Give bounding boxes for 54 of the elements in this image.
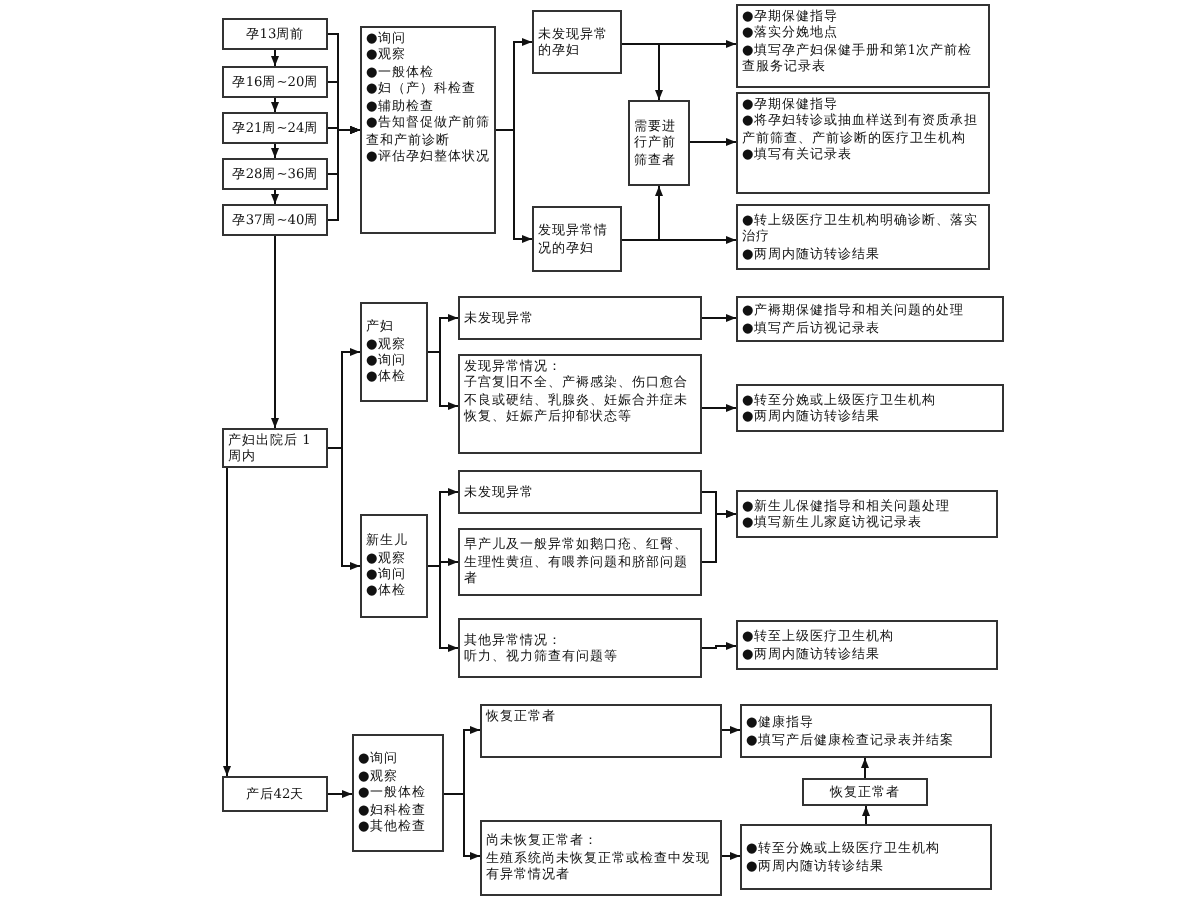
process-box: [360, 26, 496, 234]
process-box: [458, 296, 702, 340]
arrow: [327, 447, 361, 570]
process-box: [736, 620, 998, 670]
process-box: [360, 302, 428, 402]
arrow: [327, 790, 353, 798]
process-box: [480, 704, 722, 758]
process-box: [736, 4, 990, 88]
arrow: [721, 726, 741, 734]
process-box: [480, 820, 722, 896]
arrow: [271, 235, 279, 429]
process-box: [532, 10, 622, 74]
process-box: [360, 514, 428, 618]
process-box: [736, 296, 1004, 342]
arrow: [862, 805, 870, 825]
arrow: [701, 404, 737, 412]
arrow: [271, 97, 279, 113]
arrow: [427, 565, 459, 652]
arrow: [621, 43, 663, 101]
process-box: [458, 618, 702, 678]
stage-box: [222, 66, 328, 98]
process-box: [352, 734, 444, 852]
process-box: [628, 100, 690, 186]
arrow: [621, 236, 737, 244]
stage-box: [222, 428, 328, 468]
arrow: [701, 642, 737, 650]
arrow: [223, 467, 231, 777]
stage-box: [222, 112, 328, 144]
arrow: [701, 510, 737, 563]
arrow: [271, 189, 279, 205]
arrow: [271, 143, 279, 159]
process-box: [736, 204, 990, 270]
arrow: [271, 49, 279, 67]
arrow: [721, 852, 741, 860]
stage-box: [222, 776, 328, 812]
arrow: [327, 126, 361, 221]
arrow: [427, 351, 459, 410]
arrow: [701, 314, 737, 322]
process-box: [736, 384, 1004, 432]
stage-box: [222, 158, 328, 190]
process-box: [740, 824, 992, 890]
arrow: [495, 129, 533, 243]
process-box: [458, 354, 702, 454]
stage-box: [222, 18, 328, 50]
arrow: [861, 757, 869, 779]
process-box: [532, 206, 622, 272]
process-box: [458, 470, 702, 514]
process-box: [802, 778, 928, 806]
process-box: [736, 92, 990, 194]
process-box: [740, 704, 992, 758]
process-box: [458, 528, 702, 596]
arrow: [689, 138, 737, 146]
process-box: [736, 490, 998, 538]
stage-box: [222, 204, 328, 236]
